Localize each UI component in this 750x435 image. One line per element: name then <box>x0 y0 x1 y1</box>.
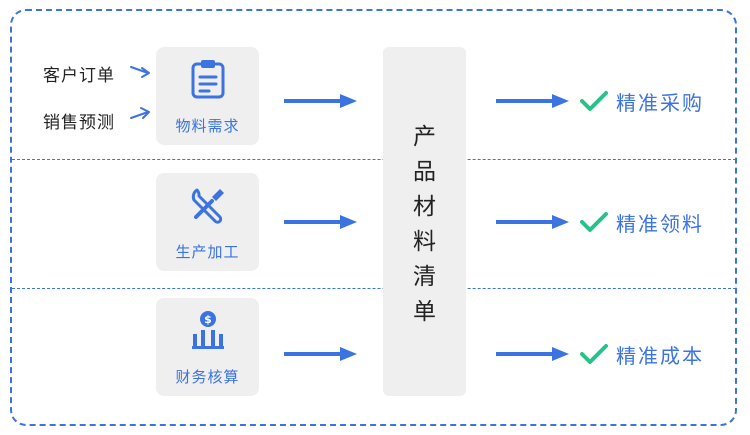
row-divider-2 <box>12 288 736 289</box>
arrow-to-result-3 <box>496 347 569 361</box>
finance-chart-icon: $ <box>156 310 259 350</box>
result-precise-cost: 精准成本 <box>580 339 704 369</box>
arrow-to-bom-2 <box>284 215 357 229</box>
arrow-to-result-1 <box>496 94 569 108</box>
stage-label: 生产加工 <box>175 243 240 261</box>
arrow-to-bom-1 <box>284 94 357 108</box>
bom-char: 品 <box>413 159 436 185</box>
arrow-to-result-2 <box>496 215 569 229</box>
input-arrow-2 <box>130 107 150 119</box>
stage-box-production: 生产加工 <box>156 173 259 271</box>
bom-box: 产 品 材 料 清 单 <box>383 47 466 396</box>
stage-label: 财务核算 <box>175 368 240 386</box>
bom-char: 单 <box>413 299 436 325</box>
input-sales-forecast: 销售预测 <box>43 113 115 133</box>
bom-char: 料 <box>413 229 436 255</box>
svg-text:$: $ <box>204 313 212 326</box>
result-label: 精准采购 <box>616 90 704 115</box>
check-icon <box>580 212 608 232</box>
result-precise-picking: 精准领料 <box>580 207 704 237</box>
wrench-screwdriver-icon <box>156 185 259 225</box>
bom-char: 清 <box>413 264 436 290</box>
bom-char: 产 <box>413 124 436 150</box>
stage-label: 物料需求 <box>175 117 240 135</box>
result-precise-purchase: 精准采购 <box>580 86 704 116</box>
bom-char: 材 <box>413 194 436 220</box>
stage-box-material-demand: 物料需求 <box>156 47 259 145</box>
input-customer-order: 客户订单 <box>43 66 115 86</box>
stage-box-finance: $ 财务核算 <box>156 298 259 396</box>
result-label: 精准领料 <box>616 211 704 236</box>
check-icon <box>580 91 608 111</box>
result-label: 精准成本 <box>616 343 704 368</box>
clipboard-icon <box>156 59 259 99</box>
diagram-frame <box>10 9 737 426</box>
arrow-to-bom-3 <box>284 347 357 361</box>
input-arrow-1 <box>130 66 150 78</box>
check-icon <box>580 344 608 364</box>
row-divider-1 <box>12 159 736 160</box>
